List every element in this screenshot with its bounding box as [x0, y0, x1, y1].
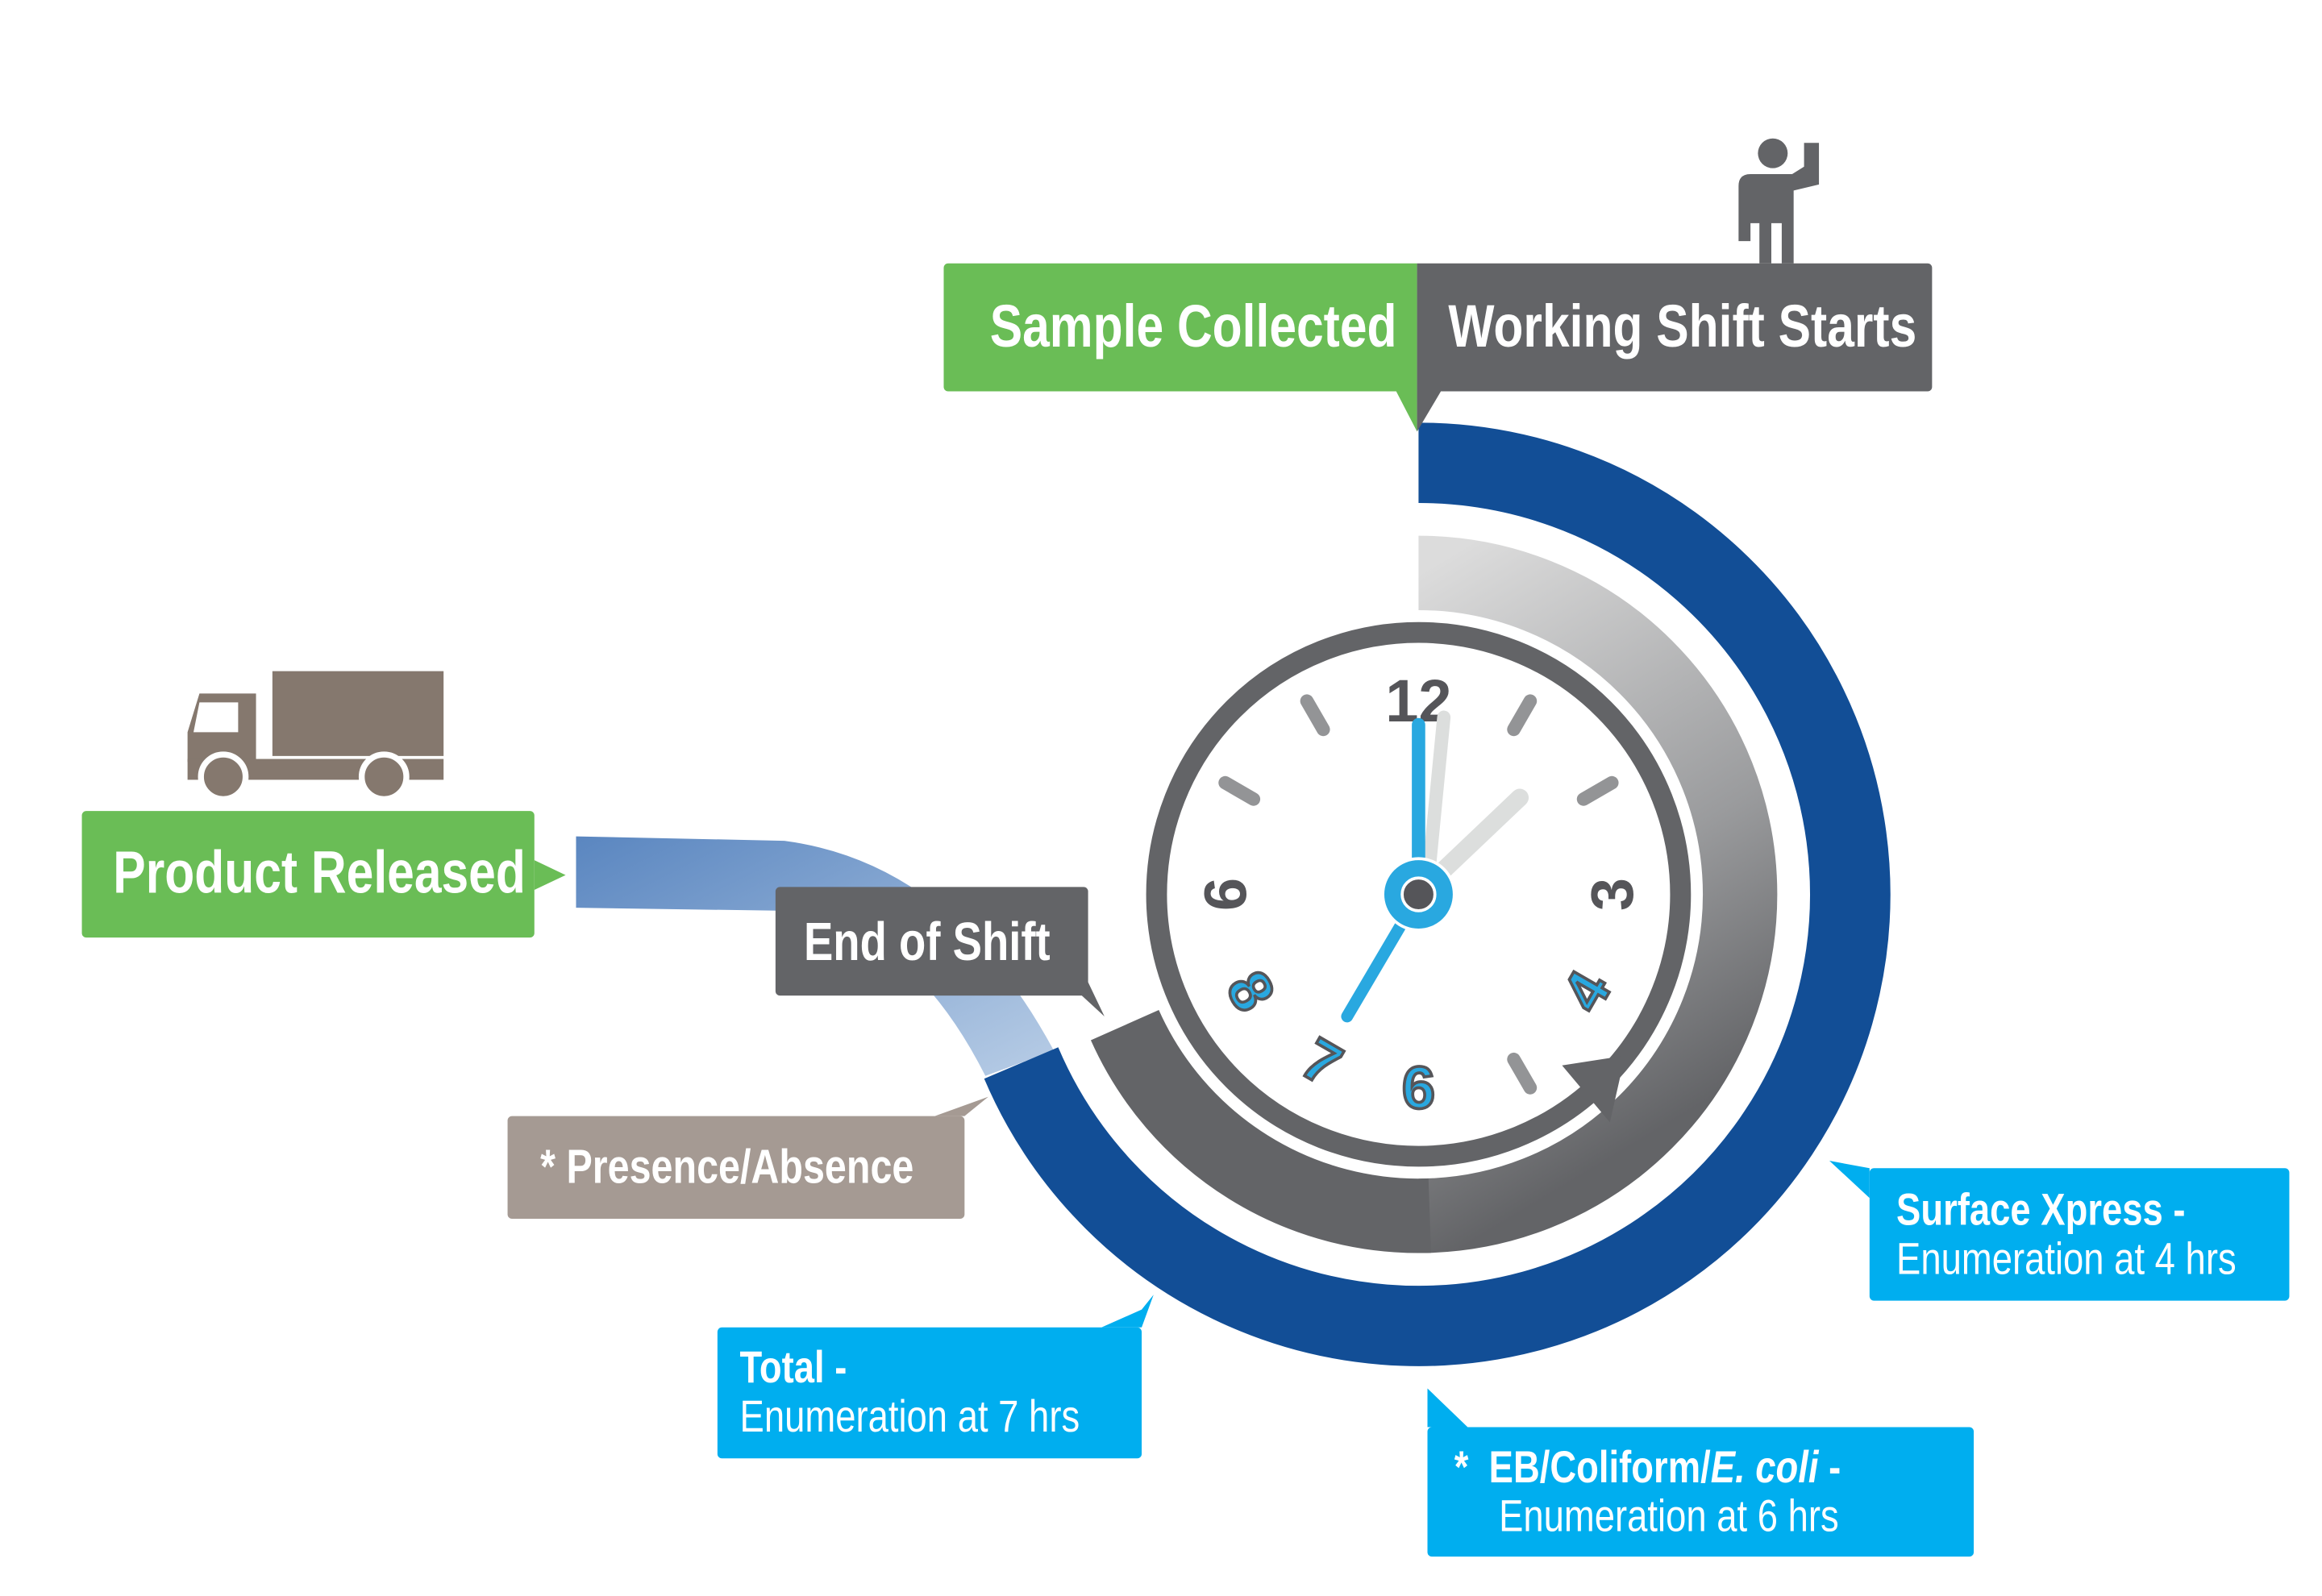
product-pointer [534, 860, 566, 891]
product-released-label: Product Released [81, 811, 535, 938]
release-path-band [576, 836, 1055, 1076]
clock-tick [1300, 694, 1330, 737]
clock-number-9: 9 [1192, 878, 1259, 911]
dark-shift-end-arc [1090, 1009, 1431, 1253]
sample-collected-label: Sample Collected [943, 263, 1417, 392]
surface-xpress-callout: Surface Xpress - Enumeration at 4 hrs [1869, 1168, 2290, 1301]
clock-tick [1218, 775, 1261, 806]
total-pointer [1101, 1295, 1154, 1328]
eb-pointer [1427, 1388, 1468, 1428]
clock-hub-center [1400, 876, 1437, 912]
end-of-shift-label: End of Shift [775, 887, 1088, 996]
blue-timeline-arc [984, 422, 1891, 1366]
clock-tick [1576, 775, 1619, 806]
sample-pointer [1396, 391, 1417, 432]
clock-number-6: 6 [1402, 1054, 1435, 1121]
eb-coliform-callout: * EB/Coliform/E. coli - Enumeration at 6… [1427, 1427, 1975, 1557]
total-callout: Total - Enumeration at 7 hrs [717, 1327, 1142, 1459]
surface-pointer [1829, 1161, 1870, 1199]
truck-icon [187, 671, 444, 803]
clock-number-3: 3 [1579, 878, 1646, 911]
presence-absence-label: * Presence/Absence [507, 1116, 965, 1220]
working-shift-starts-label: Working Shift Starts [1417, 263, 1933, 392]
eb-title: * EB/Coliform/E. coli - [1454, 1442, 1841, 1492]
clock-tick [1507, 1052, 1538, 1095]
clock-arrow-icon [1562, 1055, 1625, 1123]
presence-pointer [934, 1096, 988, 1116]
clock-tick [1507, 694, 1538, 737]
person-waving-icon [1738, 138, 1820, 264]
gray-shift-arc [1418, 535, 1778, 1253]
ghost-minute-hand [1422, 710, 1451, 878]
